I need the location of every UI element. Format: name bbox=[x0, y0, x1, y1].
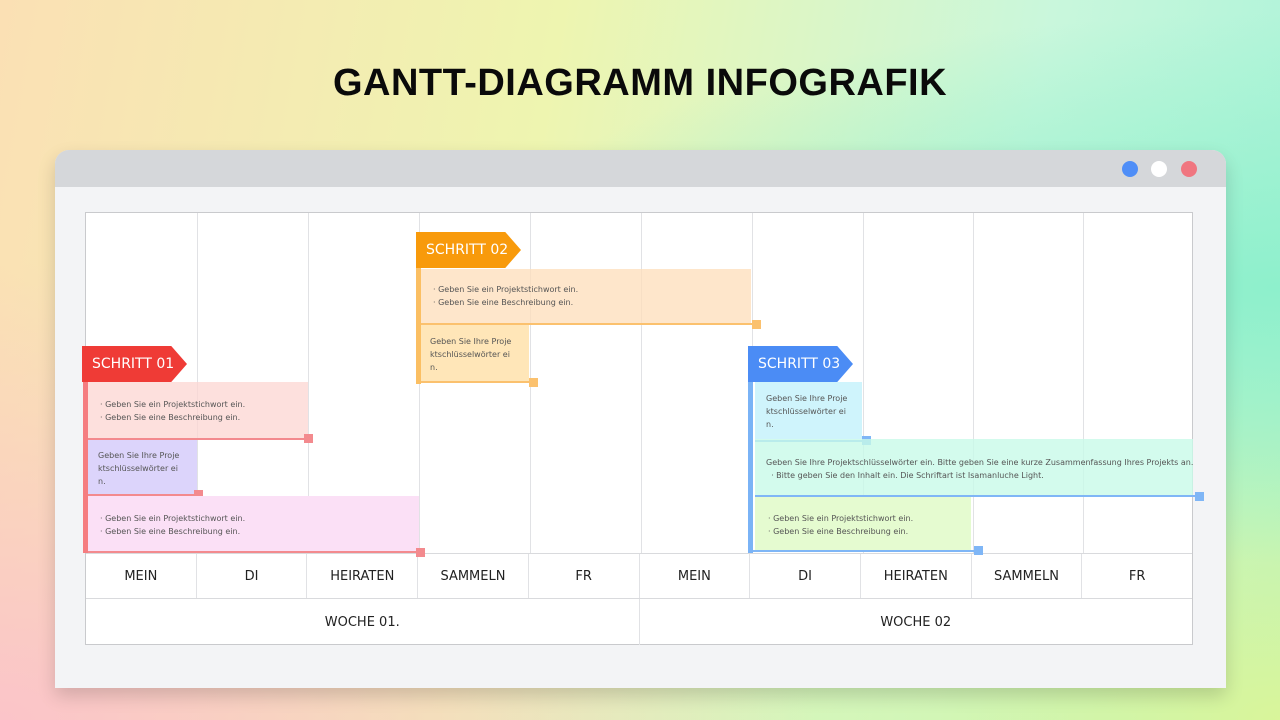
day-label: DI bbox=[197, 554, 308, 598]
red-dot-icon[interactable] bbox=[1181, 161, 1197, 177]
day-label: HEIRATEN bbox=[861, 554, 972, 598]
window-titlebar bbox=[55, 150, 1226, 187]
white-dot-icon[interactable] bbox=[1151, 161, 1167, 177]
week-label: WOCHE 01. bbox=[86, 599, 640, 645]
task-end-marker[interactable] bbox=[752, 320, 761, 329]
task-bar[interactable]: · Geben Sie ein Projektstichwort ein.· G… bbox=[88, 382, 308, 439]
step-spine bbox=[416, 262, 421, 384]
page-title: GANTT-DIAGRAMM INFOGRAFIK bbox=[332, 62, 948, 104]
step-flag[interactable]: SCHRITT 01 bbox=[82, 346, 187, 382]
task-end-marker[interactable] bbox=[416, 548, 425, 557]
day-label: SAMMELN bbox=[418, 554, 529, 598]
day-label: DI bbox=[750, 554, 861, 598]
task-bar[interactable]: · Geben Sie ein Projektstichwort ein.· G… bbox=[88, 496, 419, 552]
step-flag[interactable]: SCHRITT 02 bbox=[416, 232, 521, 268]
week-row: WOCHE 01. WOCHE 02 bbox=[86, 598, 1192, 645]
day-label: FR bbox=[1128, 568, 1146, 584]
task-end-marker[interactable] bbox=[1195, 492, 1204, 501]
step-spine bbox=[748, 376, 753, 553]
task-bar[interactable]: · Geben Sie ein Projektstichwort ein.· G… bbox=[421, 269, 751, 324]
day-label: HEIRATEN bbox=[307, 554, 419, 598]
day-label: FR bbox=[529, 554, 640, 598]
step-flag[interactable]: SCHRITT 03 bbox=[748, 346, 853, 382]
step-spine bbox=[83, 376, 88, 553]
day-label: SAMMELN bbox=[972, 554, 1083, 598]
task-end-marker[interactable] bbox=[529, 378, 538, 387]
day-label: MEIN bbox=[640, 554, 751, 598]
task-bar[interactable]: Geben Sie Ihre Projektschlüsselwörter ei… bbox=[755, 439, 1193, 495]
task-end-marker[interactable] bbox=[194, 490, 203, 499]
week-label: WOCHE 02 bbox=[880, 614, 952, 630]
day-label: MEIN bbox=[86, 554, 197, 598]
blue-dot-icon[interactable] bbox=[1122, 161, 1138, 177]
task-end-marker[interactable] bbox=[974, 546, 983, 555]
task-end-marker[interactable] bbox=[304, 434, 313, 443]
task-bar[interactable]: · Geben Sie ein Projektstichwort ein.· G… bbox=[755, 497, 971, 550]
day-row: MEIN DI HEIRATEN SAMMELN FR MEIN DI HEIR… bbox=[86, 553, 1192, 598]
